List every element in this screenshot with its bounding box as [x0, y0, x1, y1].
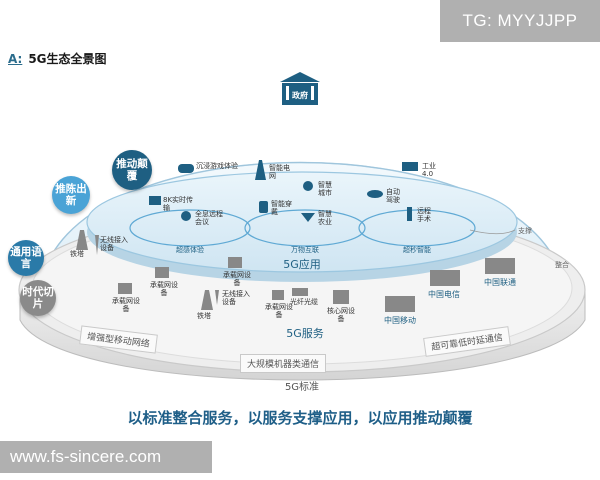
- operator-mobile: 中国移动: [384, 316, 416, 325]
- service-label-server-3: 承载网设备: [223, 271, 251, 287]
- fiber-icon: [292, 288, 308, 296]
- service-label-core: 核心网设备: [327, 307, 355, 323]
- app-label-vr-gaming: 沉浸游戏体验: [196, 162, 238, 170]
- watermark-top: TG: MYYJJPP: [440, 0, 600, 42]
- service-label-server-4: 承载网设备: [265, 303, 293, 319]
- operator-factory-2: [485, 258, 515, 274]
- gamepad-icon: [178, 164, 194, 173]
- app-label-smart-grid: 智能电网: [269, 164, 290, 180]
- operator-factory-1: [430, 270, 460, 286]
- antenna-icon-1: [95, 235, 99, 255]
- city-icon: [303, 181, 313, 191]
- app-label-surgery: 远程手术: [417, 207, 431, 223]
- service-label-antenna-2: 无线接入设备: [222, 290, 250, 306]
- standard-layer-title: 5G标准: [284, 382, 320, 393]
- app-label-agriculture: 智慧农业: [318, 210, 332, 226]
- slogan: 以标准整合服务，以服务支撑应用，以应用推动颠覆: [127, 409, 473, 427]
- power-tower-icon: [255, 160, 266, 180]
- application-platform: [86, 171, 518, 273]
- service-label-tower-2: 铁塔: [197, 312, 211, 320]
- government-label: 政府: [292, 91, 308, 100]
- tower-icon-2: [201, 290, 213, 310]
- watermark-bottom: www.fs-sincere.com: [0, 441, 212, 473]
- service-layer-title: 5G服务: [286, 327, 324, 340]
- group-ellipse-2: [244, 209, 366, 247]
- tv-icon: [149, 196, 161, 205]
- bubble-era-slice: 时代切片: [20, 280, 56, 316]
- service-label-tower-1: 铁塔: [70, 250, 84, 258]
- title-prefix: A:: [8, 52, 23, 66]
- bubble-innovate: 推陈出新: [52, 176, 90, 214]
- core-server-icon: [333, 290, 349, 304]
- app-label-wearable: 智能穿戴: [271, 200, 292, 216]
- car-icon: [367, 190, 383, 198]
- support-label: 支撑: [518, 227, 532, 235]
- watch-icon: [259, 201, 268, 213]
- app-label-8k: 8K实时传输: [163, 196, 194, 212]
- support-arrow: [469, 229, 516, 235]
- server-icon-4: [272, 290, 284, 300]
- group-label-2: 万物互联: [291, 246, 319, 254]
- robot-arm-icon: [407, 207, 412, 221]
- app-label-industry: 工业4.0: [422, 162, 436, 178]
- app-label-hologram: 全息远程会议: [195, 210, 223, 226]
- band-mmtc: 大规模机器类通信: [240, 354, 327, 373]
- drone-icon: [301, 213, 315, 222]
- service-label-server-2: 承载网设备: [150, 281, 178, 297]
- service-label-antenna-1: 无线接入设备: [100, 236, 128, 252]
- government-building-icon: [280, 72, 320, 105]
- group-label-3: 超秒智能: [403, 246, 431, 254]
- service-label-fiber: 光纤光缆: [290, 298, 318, 306]
- server-icon-1: [118, 283, 132, 294]
- operator-factory-3: [385, 296, 415, 312]
- operator-unicom: 中国联通: [484, 278, 516, 287]
- people-icon: [181, 211, 191, 221]
- group-ellipse-3: [358, 209, 476, 247]
- title-text: 5G生态全景图: [28, 52, 107, 66]
- group-label-1: 超感体验: [176, 246, 204, 254]
- bubble-disrupt: 推动颠覆: [112, 150, 152, 190]
- integrate-label: 整合: [555, 261, 569, 269]
- service-label-server-1: 承载网设备: [112, 297, 140, 313]
- antenna-icon-2: [215, 290, 219, 305]
- group-ellipse-1: [129, 209, 251, 247]
- page-title: A: 5G生态全景图: [8, 50, 107, 67]
- bubble-common-language: 通用语言: [8, 240, 44, 276]
- tower-icon-1: [76, 230, 88, 250]
- factory-icon: [402, 162, 418, 171]
- app-label-autodrive: 自动驾驶: [386, 188, 400, 204]
- server-icon-3: [228, 257, 242, 268]
- app-label-smart-city: 智慧城市: [318, 181, 332, 197]
- operator-telecom: 中国电信: [428, 290, 460, 299]
- application-layer-title: 5G应用: [283, 258, 321, 271]
- server-icon-2: [155, 267, 169, 278]
